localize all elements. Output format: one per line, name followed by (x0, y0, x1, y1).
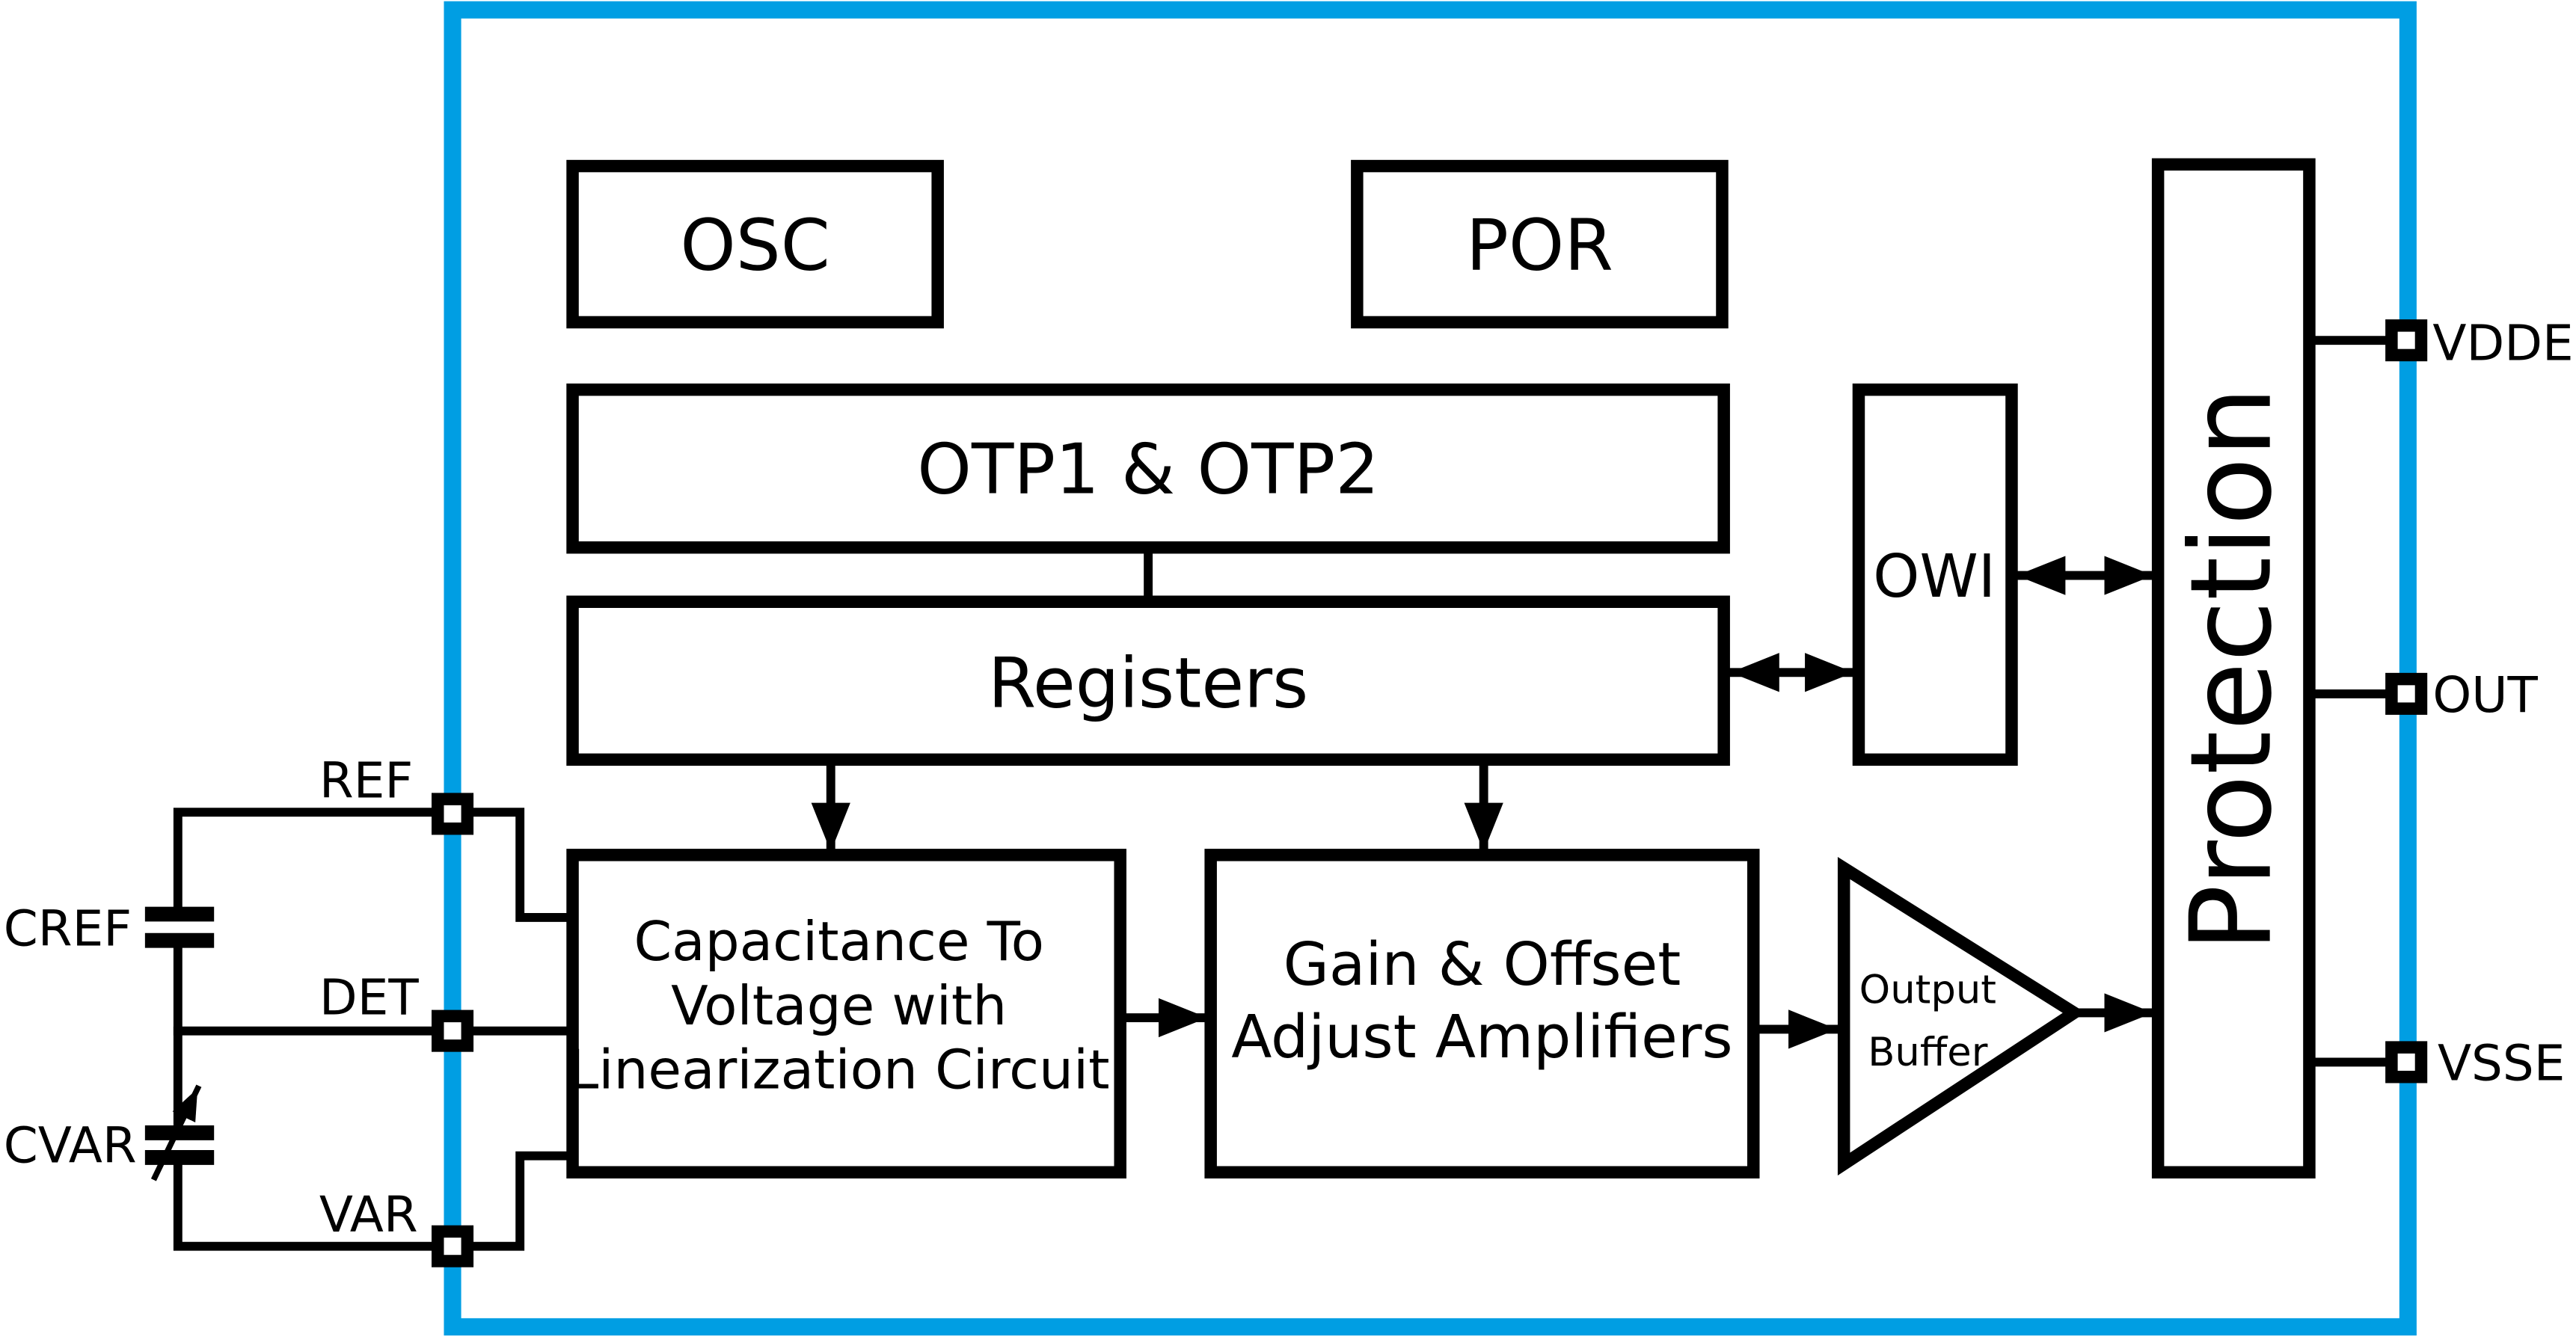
output-buffer-line-1: Output (1859, 967, 1996, 1012)
cap-to-voltage-line-3: Linearization Circuit (568, 1039, 1110, 1102)
otp-label: OTP1 & OTP2 (917, 429, 1379, 510)
protection-block (2151, 158, 2316, 1178)
gain-offset-line-2: Adjust Amplifiers (1231, 1003, 1732, 1072)
cref-label: CREF (4, 900, 132, 957)
det-pin (431, 1009, 474, 1052)
var-pin (431, 1225, 474, 1267)
output-buffer-line-2: Buffer (1868, 1030, 1987, 1075)
vdde-pin-label: VDDE (2432, 315, 2573, 372)
registers-label: Registers (988, 642, 1308, 723)
cap-to-voltage-line-1: Capacitance To (634, 911, 1044, 974)
gain-offset-block (1204, 849, 1760, 1178)
osc-block (566, 159, 944, 329)
owi-label: OWI (1873, 542, 1996, 611)
var-pin-label: VAR (319, 1186, 418, 1244)
ref-pin (431, 793, 474, 835)
vdde-pin (2385, 319, 2428, 362)
ref-external-wire (173, 808, 449, 914)
output-buffer-triangle (1837, 857, 2086, 1176)
vsse-pin-label: VSSE (2438, 1035, 2566, 1092)
vsse-pin (2385, 1041, 2428, 1084)
det-pin-label: DET (319, 969, 419, 1027)
por-block (1351, 159, 1729, 329)
out-pin-label: OUT (2432, 666, 2538, 724)
cap-to-voltage-block (566, 849, 1126, 1178)
out-pin (2385, 672, 2428, 715)
cvar-label: CVAR (4, 1117, 137, 1175)
ref-internal-wire (461, 808, 577, 922)
var-external-wire (173, 1151, 449, 1251)
ref-pin-label: REF (319, 752, 413, 809)
owi-block (1852, 383, 2018, 766)
gain-offset-line-1: Gain & Offset (1284, 930, 1681, 999)
por-label: POR (1466, 205, 1613, 287)
protection-label: Protection (2167, 387, 2297, 952)
var-internal-wire (461, 1151, 577, 1251)
cap-to-voltage-line-2: Voltage with (671, 975, 1007, 1038)
registers-block (566, 595, 1730, 766)
cvar-variable-arrow-icon (150, 1084, 202, 1181)
chip-outline (444, 1, 2417, 1336)
osc-label: OSC (680, 205, 829, 287)
otp-block (566, 383, 1730, 554)
